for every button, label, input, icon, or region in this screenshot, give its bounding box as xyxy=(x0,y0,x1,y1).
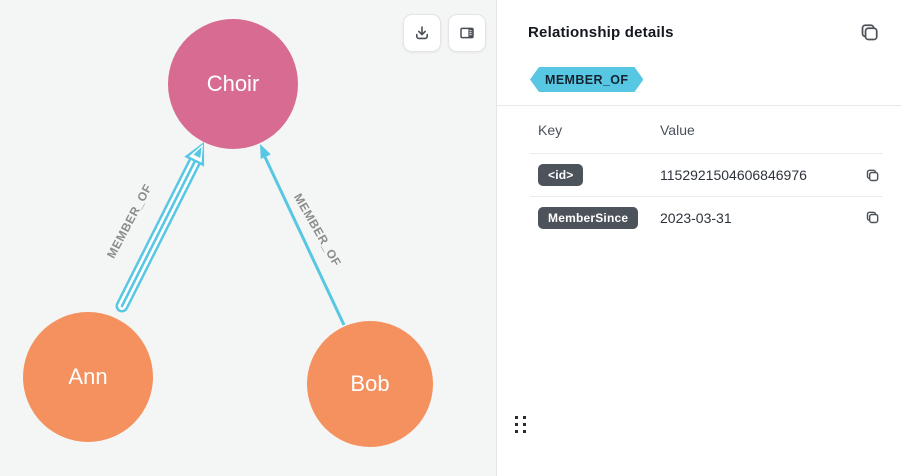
row-value: 2023-03-31 xyxy=(660,209,732,226)
relationship-details-panel: Relationship details MEMBER_OF Key Value… xyxy=(497,0,901,476)
panel-header: Relationship details xyxy=(497,0,901,43)
node-bob[interactable]: Bob xyxy=(307,321,433,447)
node-label: Bob xyxy=(350,371,390,396)
canvas-toolbar xyxy=(403,14,486,52)
table-row: MemberSince 2023-03-31 xyxy=(530,196,883,238)
panel-title: Relationship details xyxy=(528,24,674,41)
relationship-type-badge: MEMBER_OF xyxy=(530,67,643,92)
key-badge: <id> xyxy=(538,164,584,186)
copy-icon xyxy=(866,211,878,224)
copy-icon xyxy=(866,169,878,181)
table-row: <id> 1152921504606846976 xyxy=(530,154,883,196)
download-button[interactable] xyxy=(403,14,441,52)
node-ann[interactable]: Ann xyxy=(23,312,153,442)
details-panel-toggle-button[interactable] xyxy=(448,14,486,52)
panel-right-icon xyxy=(460,27,474,39)
copy-value-button[interactable] xyxy=(861,168,883,183)
divider xyxy=(497,105,901,106)
value-column-header: Value xyxy=(660,121,695,138)
copy-icon xyxy=(861,24,878,41)
relationship-bob-choir[interactable]: MEMBER_OF xyxy=(260,144,346,326)
graph-canvas[interactable]: MEMBER_OF MEMBER_OF Choir Ann Bob xyxy=(0,0,497,476)
row-value: 1152921504606846976 xyxy=(660,167,807,183)
key-column-header: Key xyxy=(538,121,563,138)
table-header: Key Value xyxy=(530,106,883,154)
copy-all-button[interactable] xyxy=(859,22,880,43)
panel-resize-handle[interactable] xyxy=(511,412,530,437)
node-choir[interactable]: Choir xyxy=(168,19,298,149)
download-icon xyxy=(416,26,428,40)
node-label: Ann xyxy=(68,364,108,389)
relationship-ann-choir[interactable]: MEMBER_OF xyxy=(104,142,205,313)
copy-value-button[interactable] xyxy=(861,210,883,225)
key-badge: MemberSince xyxy=(538,206,639,229)
node-label: Choir xyxy=(206,71,260,96)
properties-table: Key Value <id> 1152921504606846976 Membe… xyxy=(530,106,883,238)
